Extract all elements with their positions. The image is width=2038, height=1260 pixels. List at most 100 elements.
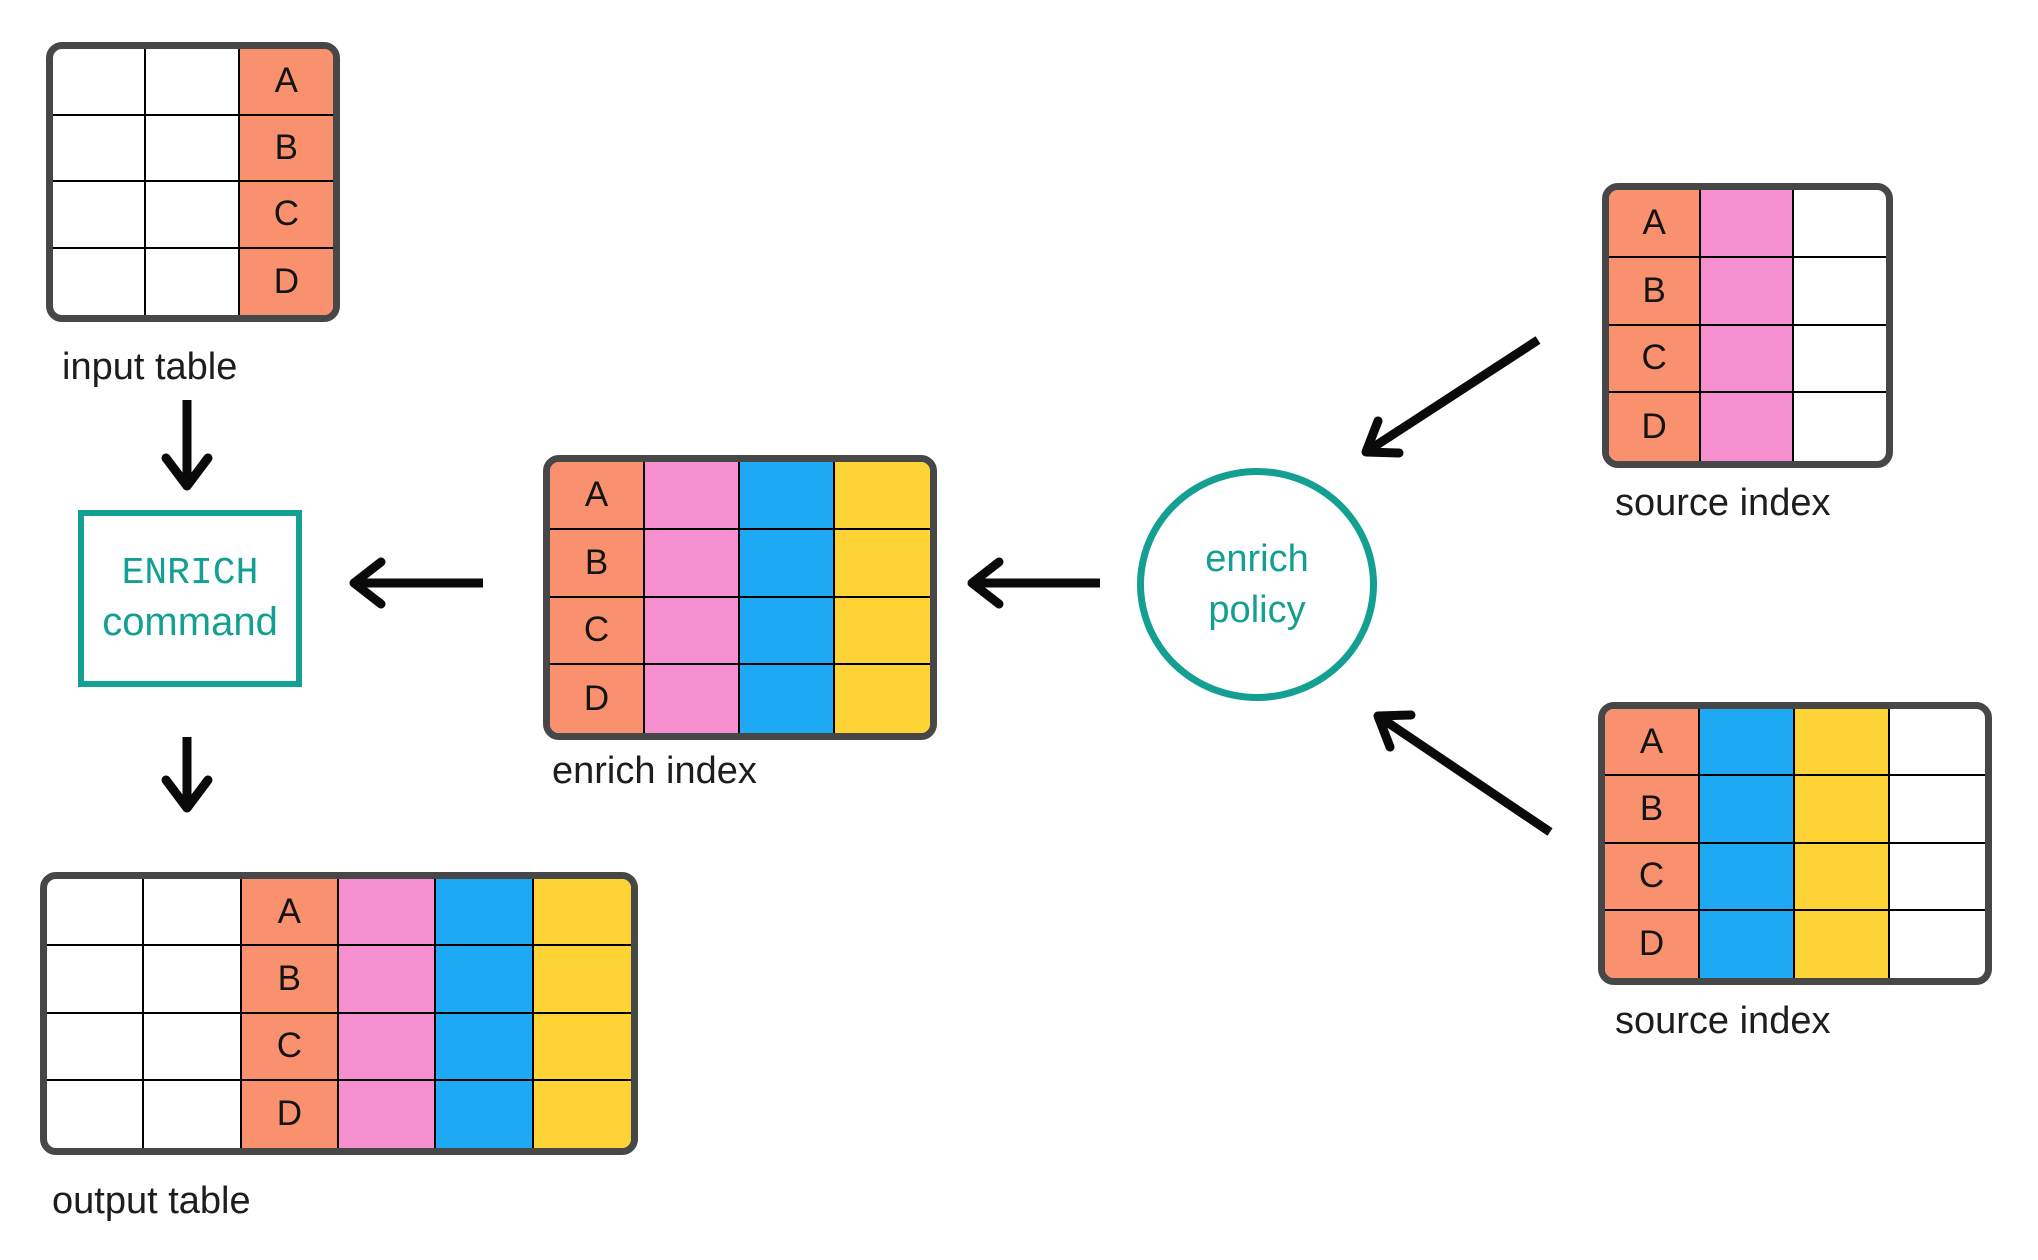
enrich-command-box: ENRICH command xyxy=(78,510,302,687)
cell-yellow-field xyxy=(1795,843,1890,911)
cell-pink-field xyxy=(1701,257,1794,326)
cell-pink-field xyxy=(339,1080,437,1148)
cell-yellow-field xyxy=(835,462,930,530)
source-index-top-table: A B C D xyxy=(1602,183,1893,468)
source-index-bottom-table: A B C D xyxy=(1598,702,1992,985)
cell-empty xyxy=(146,49,240,116)
arrow-command-to-output xyxy=(161,737,213,813)
enrich-index-label: enrich index xyxy=(552,750,757,792)
cell-pink-field xyxy=(339,879,437,947)
output-table-label: output table xyxy=(52,1180,251,1222)
cell-pink-field xyxy=(339,1013,437,1081)
cell-empty xyxy=(47,879,145,947)
cell-key: B xyxy=(1605,776,1700,844)
enrich-command-line2: command xyxy=(102,600,278,645)
cell-blue-field xyxy=(436,1080,534,1148)
cell-empty xyxy=(1793,258,1886,326)
cell-empty xyxy=(53,49,147,116)
cell-empty xyxy=(144,879,242,947)
cell-blue-field xyxy=(1700,709,1795,777)
cell-yellow-field xyxy=(533,946,631,1014)
cell-key: C xyxy=(1605,843,1700,911)
cell-yellow-field xyxy=(533,879,631,947)
cell-key: D xyxy=(1609,393,1702,461)
cell-key: A xyxy=(241,879,339,947)
cell-pink-field xyxy=(645,597,740,666)
input-table: A B C D xyxy=(46,42,340,322)
cell-yellow-field xyxy=(1795,910,1890,978)
cell-blue-field xyxy=(740,529,835,598)
cell-yellow-field xyxy=(533,1080,631,1148)
cell-yellow-field xyxy=(835,529,930,598)
input-table-label: input table xyxy=(62,346,238,388)
arrow-source-top-to-policy xyxy=(1361,336,1541,458)
cell-empty xyxy=(1890,911,1985,978)
cell-empty xyxy=(53,182,147,249)
enrich-command-line1: ENRICH xyxy=(121,551,259,595)
cell-yellow-field xyxy=(835,665,930,733)
cell-key: B xyxy=(550,529,645,598)
enrich-index-table: A B C D xyxy=(543,455,937,740)
cell-pink-field xyxy=(645,665,740,733)
cell-blue-field xyxy=(436,946,534,1014)
cell-blue-field xyxy=(436,1013,534,1081)
cell-key: C xyxy=(239,182,333,249)
cell-empty xyxy=(146,248,240,315)
cell-key: C xyxy=(241,1013,339,1081)
cell-empty xyxy=(47,1080,145,1148)
arrow-input-to-command xyxy=(161,400,213,491)
cell-key: D xyxy=(239,248,333,315)
cell-yellow-field xyxy=(1795,776,1890,844)
cell-empty xyxy=(144,1013,242,1081)
arrow-policy-to-index xyxy=(967,557,1100,609)
cell-empty xyxy=(144,1080,242,1148)
cell-blue-field xyxy=(1700,910,1795,978)
cell-key: A xyxy=(1609,190,1702,258)
cell-empty xyxy=(47,1013,145,1081)
cell-empty xyxy=(53,248,147,315)
cell-pink-field xyxy=(645,462,740,530)
cell-key: B xyxy=(239,115,333,182)
cell-blue-field xyxy=(436,879,534,947)
cell-yellow-field xyxy=(533,1013,631,1081)
cell-pink-field xyxy=(1701,190,1794,258)
output-table: A B C D xyxy=(40,872,638,1155)
cell-empty xyxy=(1794,393,1886,461)
cell-yellow-field xyxy=(835,597,930,666)
cell-blue-field xyxy=(740,597,835,666)
cell-key: D xyxy=(1605,910,1700,978)
cell-pink-field xyxy=(339,946,437,1014)
source-index-top-label: source index xyxy=(1615,482,1831,524)
cell-empty xyxy=(146,115,240,182)
cell-empty xyxy=(1793,190,1886,258)
cell-empty xyxy=(1890,776,1985,844)
cell-empty xyxy=(1793,326,1886,394)
cell-blue-field xyxy=(1700,843,1795,911)
cell-key: A xyxy=(1605,709,1700,777)
arrow-index-to-command xyxy=(349,557,483,609)
cell-pink-field xyxy=(645,529,740,598)
cell-key: C xyxy=(550,597,645,666)
cell-blue-field xyxy=(740,462,835,530)
cell-key: B xyxy=(241,946,339,1014)
cell-empty xyxy=(47,946,145,1014)
cell-key: C xyxy=(1609,325,1702,394)
cell-blue-field xyxy=(1700,776,1795,844)
cell-blue-field xyxy=(740,665,835,733)
source-index-bottom-label: source index xyxy=(1615,1000,1831,1042)
cell-key: D xyxy=(550,665,645,733)
cell-pink-field xyxy=(1701,325,1794,394)
cell-empty xyxy=(1890,844,1985,911)
cell-key: A xyxy=(550,462,645,530)
cell-empty xyxy=(146,182,240,249)
enrich-policy-circle: enrich policy xyxy=(1137,468,1377,701)
cell-empty xyxy=(53,115,147,182)
cell-empty xyxy=(144,946,242,1014)
enrich-policy-line2: policy xyxy=(1208,588,1306,631)
enrich-policy-line1: enrich xyxy=(1205,538,1309,581)
cell-key: A xyxy=(239,49,333,116)
cell-key: B xyxy=(1609,257,1702,326)
arrow-source-bottom-to-policy xyxy=(1373,710,1553,836)
cell-empty xyxy=(1890,709,1985,777)
cell-key: D xyxy=(241,1080,339,1148)
